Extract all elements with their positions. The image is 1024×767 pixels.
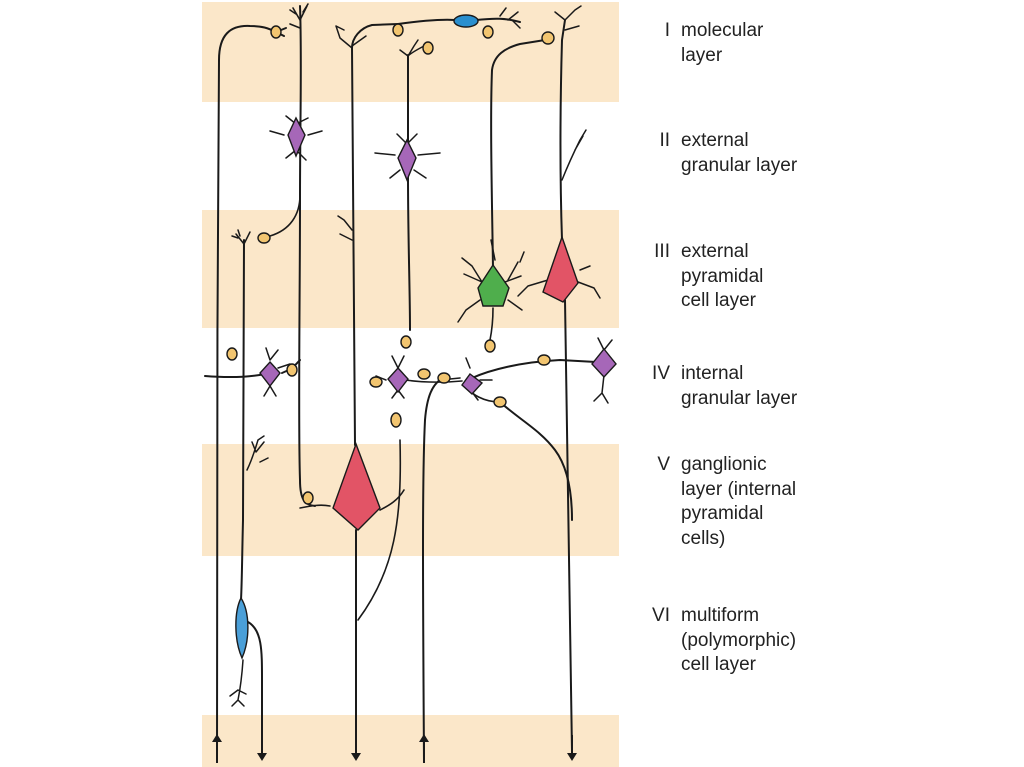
layer-name: molecular layer (681, 20, 764, 66)
layer-numeral: V (657, 454, 670, 475)
afferent-fiber-center (422, 379, 441, 763)
fusiform-axon (240, 239, 245, 601)
band-layer-V (202, 444, 619, 556)
layer-name: multiform (polymorphic) cell layer (681, 605, 797, 675)
dendrite-branches (561, 129, 587, 181)
dendrite-branches (335, 25, 367, 49)
layer-numeral: I (664, 20, 670, 41)
synaptic-terminal (541, 31, 555, 45)
synaptic-terminal (400, 335, 412, 349)
basal-dendrite (379, 489, 405, 511)
synaptic-terminals (226, 23, 555, 505)
layer-numeral: II (659, 130, 670, 151)
fusiform-cell-VI (235, 596, 249, 660)
pyramidal-cell-V (332, 441, 381, 531)
dendrite-branches (375, 355, 405, 399)
synaptic-terminal (417, 368, 431, 380)
granule-cell-II-right (397, 138, 417, 182)
dendrite-branches (517, 265, 601, 299)
pyramidal-V-apical-dendrite (351, 23, 399, 446)
afferent-fiber-left (216, 24, 277, 763)
synaptic-terminal (286, 363, 298, 377)
layer-numeral: IV (652, 363, 670, 384)
layer-bands (202, 2, 619, 767)
dendrite-branches (499, 7, 521, 29)
fusiform-dendrites (229, 659, 247, 707)
efferent-fiber-1 (247, 621, 263, 753)
efferent-fiber-3 (564, 299, 573, 753)
fiber-arrows (212, 734, 577, 763)
synaptic-terminal (369, 376, 383, 388)
layer-name: external granular layer (681, 130, 798, 176)
layer-numeral: III (654, 241, 670, 262)
dendrite-branches (457, 239, 525, 323)
dendrite-branches (269, 115, 323, 161)
synaptic-terminal (537, 354, 551, 366)
synaptic-terminal (484, 339, 496, 353)
synaptic-terminal (392, 23, 404, 37)
axon-segment (489, 307, 494, 341)
granule-cell-II-left (287, 116, 306, 158)
synaptic-terminal (390, 412, 402, 428)
dendrite-branches (263, 347, 291, 397)
dendrite-branches (374, 133, 441, 179)
dendrite-branches (337, 215, 353, 241)
horizontal-fiber-IV (204, 359, 301, 379)
axon-collateral (269, 194, 301, 237)
granule-cell-IV-far-right (591, 347, 617, 379)
dendrite-branches (593, 337, 613, 404)
synaptic-terminal (422, 41, 434, 55)
granule-cell-IV-left (259, 360, 281, 388)
pyramidal-cell-III-green (477, 263, 510, 307)
descending-axon (499, 401, 573, 521)
band-white-matter (202, 715, 619, 767)
axon-segment (404, 379, 463, 383)
layer-name: ganglionic layer (internal pyramidal cel… (681, 454, 797, 549)
dendrite-branches (399, 39, 429, 57)
synaptic-terminal (302, 491, 314, 505)
granule-cell-IV-right (461, 373, 484, 395)
synaptic-terminal (482, 25, 494, 39)
synaptic-terminal (226, 347, 238, 361)
ascending-axon (298, 5, 316, 507)
horizontal-fiber-I (397, 17, 521, 25)
layer-numeral: VI (652, 605, 670, 626)
layer-name: internal granular layer (681, 363, 798, 409)
basal-dendrite (299, 504, 331, 509)
pyramidal-III-red-apical (559, 19, 566, 241)
synaptic-terminal (437, 372, 451, 384)
pyramidal-III-green-apical (490, 39, 546, 269)
horizontal-cell-I (453, 14, 479, 28)
granule-cell-IV-center (387, 366, 409, 394)
pyramidal-cell-III-red (542, 234, 579, 303)
dendrite-branches (554, 5, 582, 31)
axon-collateral (357, 439, 402, 621)
dendrite-branches (246, 435, 269, 471)
dendrite-branches (231, 229, 251, 245)
layer-name: external pyramidal cell layer (681, 241, 764, 311)
synaptic-terminal (493, 396, 507, 408)
synaptic-terminal (270, 25, 282, 39)
synaptic-terminal (257, 232, 271, 244)
dendrite-branches (289, 3, 309, 29)
